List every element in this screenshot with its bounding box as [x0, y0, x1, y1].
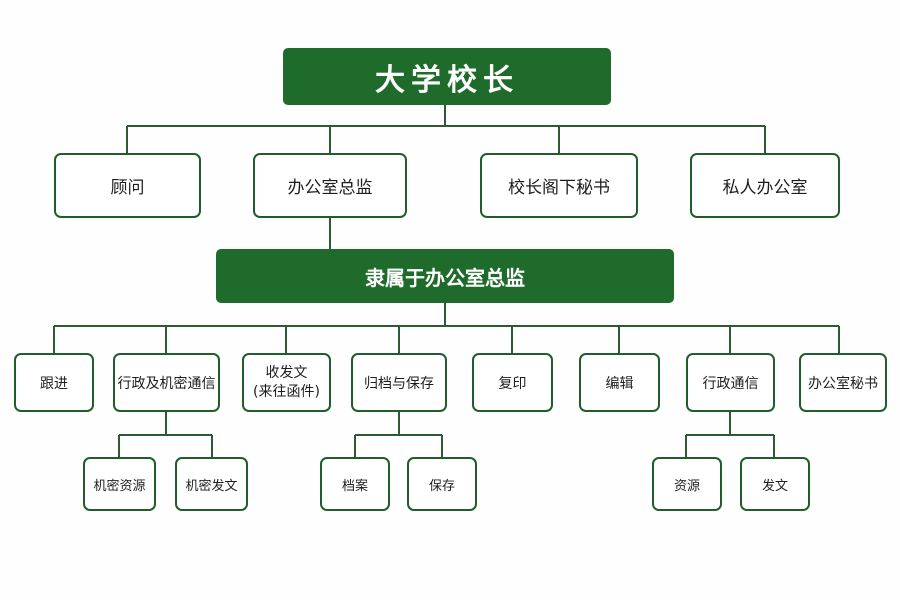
node-label: 编辑	[605, 375, 634, 392]
node-label: 收发文	[265, 364, 308, 381]
node-admin-comm: 行政通信	[686, 353, 775, 412]
node-storage: 保存	[407, 457, 477, 511]
node-office-secretary: 办公室秘书	[799, 353, 887, 412]
sub-header-node: 隶属于办公室总监	[216, 249, 674, 303]
node-label: 行政及机密通信	[117, 375, 216, 392]
root-node: 大学校长	[283, 48, 611, 105]
node-incoming-outgoing: 收发文 (来往函件)	[242, 353, 331, 412]
node-label: 机密资源	[93, 478, 146, 494]
node-confidential-resources: 机密资源	[83, 457, 156, 511]
sub-header-label: 隶属于办公室总监	[365, 265, 525, 290]
node-private-office: 私人办公室	[690, 153, 840, 218]
root-label: 大学校长	[375, 62, 519, 98]
node-editing: 编辑	[579, 353, 660, 412]
node-dispatch: 发文	[740, 457, 810, 511]
node-resources: 资源	[652, 457, 722, 511]
node-confidential-dispatch: 机密发文	[175, 457, 248, 511]
node-label: 顾问	[110, 178, 145, 198]
node-admin-confidential-comm: 行政及机密通信	[113, 353, 220, 412]
node-label: 行政通信	[702, 375, 759, 392]
node-label-line2: (来往函件)	[253, 383, 320, 400]
node-label: 办公室总监	[287, 178, 373, 198]
node-label: 资源	[673, 478, 700, 494]
node-label: 复印	[498, 375, 527, 392]
node-label: 机密发文	[185, 478, 238, 494]
node-archive: 档案	[320, 457, 390, 511]
node-label: 发文	[761, 478, 788, 494]
node-label: 办公室秘书	[808, 375, 878, 392]
node-president-secretary: 校长阁下秘书	[480, 153, 638, 218]
node-label: 校长阁下秘书	[508, 178, 610, 198]
node-archiving-storage: 归档与保存	[351, 353, 447, 412]
node-copying: 复印	[472, 353, 553, 412]
node-label: 归档与保存	[364, 375, 434, 392]
node-label: 私人办公室	[722, 178, 808, 198]
node-office-director: 办公室总监	[253, 153, 407, 218]
node-follow-up: 跟进	[14, 353, 94, 412]
node-label: 档案	[341, 478, 368, 494]
node-label: 保存	[428, 478, 455, 494]
node-label: 跟进	[40, 375, 68, 392]
node-advisor: 顾问	[54, 153, 201, 218]
